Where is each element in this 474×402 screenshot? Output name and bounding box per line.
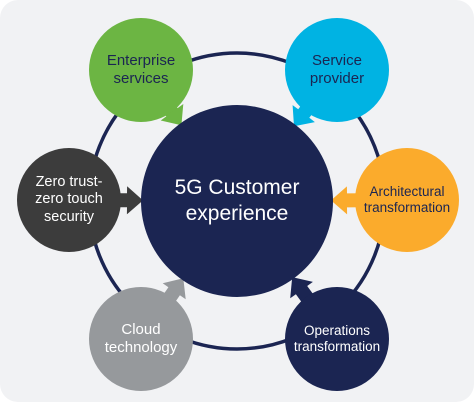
center-label-line1: 5G Customer [174, 175, 300, 199]
node-service-circle [285, 18, 389, 122]
node-enterprise-circle [89, 18, 193, 122]
node-zerotrust-circle [17, 148, 121, 252]
center-label: 5G Customer experience [157, 161, 317, 241]
center-circle [141, 105, 333, 297]
arrow-architectural [331, 186, 361, 215]
node-operations-circle [285, 287, 389, 391]
arrow-zerotrust [115, 186, 143, 215]
center-label-line2: experience [185, 202, 289, 225]
node-cloud-circle [89, 287, 193, 391]
node-architectural-circle [355, 148, 459, 252]
